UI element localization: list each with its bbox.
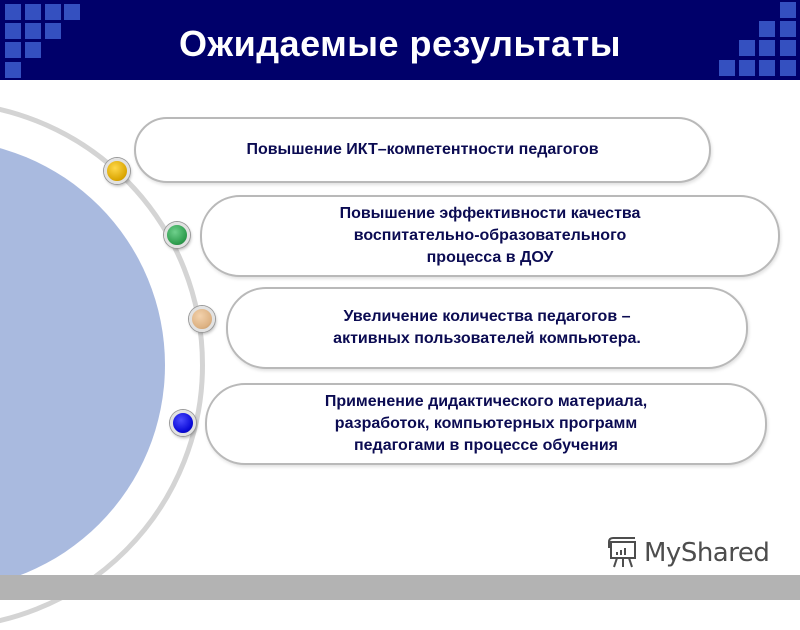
decor-square — [45, 23, 61, 39]
result-item-3: Увеличение количества педагогов – активн… — [226, 287, 748, 369]
decor-square — [780, 60, 796, 76]
result-text: Увеличение количества педагогов – активн… — [333, 308, 641, 347]
result-text: Применение дидактического материала, раз… — [324, 393, 648, 454]
watermark-text: MyShared — [644, 538, 770, 568]
decor-square — [25, 42, 41, 58]
decor-square — [780, 40, 796, 56]
presentation-board-icon — [608, 537, 636, 568]
decor-square — [5, 4, 21, 20]
decor-square — [5, 62, 21, 78]
decor-square — [759, 40, 775, 56]
decor-square — [25, 23, 41, 39]
decor-square — [759, 60, 775, 76]
watermark-logo: MyShared — [606, 536, 770, 570]
result-text: Повышение эффективности качества воспита… — [339, 205, 641, 266]
bullet-dot-yellow-icon — [104, 158, 130, 184]
slide-title: Ожидаемые результаты — [179, 23, 621, 64]
result-item-4: Применение дидактического материала, раз… — [205, 383, 767, 465]
decor-square — [64, 4, 80, 20]
decor-square — [5, 23, 21, 39]
result-text: Повышение ИКТ–компетентности педагогов — [246, 141, 599, 158]
decor-square — [719, 60, 735, 76]
decor-square — [759, 21, 775, 37]
footer-bar — [0, 575, 800, 600]
decor-square — [780, 2, 796, 18]
header-band: Ожидаемые результаты — [0, 0, 800, 80]
decor-square — [780, 21, 796, 37]
bullet-dot-blue-icon — [170, 410, 196, 436]
decor-square — [45, 4, 61, 20]
decor-square — [5, 42, 21, 58]
decor-square — [739, 60, 755, 76]
result-item-2: Повышение эффективности качества воспита… — [200, 195, 780, 277]
bullet-dot-green-icon — [164, 222, 190, 248]
bullet-dot-tan-icon — [189, 306, 215, 332]
decor-square — [25, 4, 41, 20]
result-item-1: Повышение ИКТ–компетентности педагогов — [134, 117, 711, 183]
decor-square — [739, 40, 755, 56]
